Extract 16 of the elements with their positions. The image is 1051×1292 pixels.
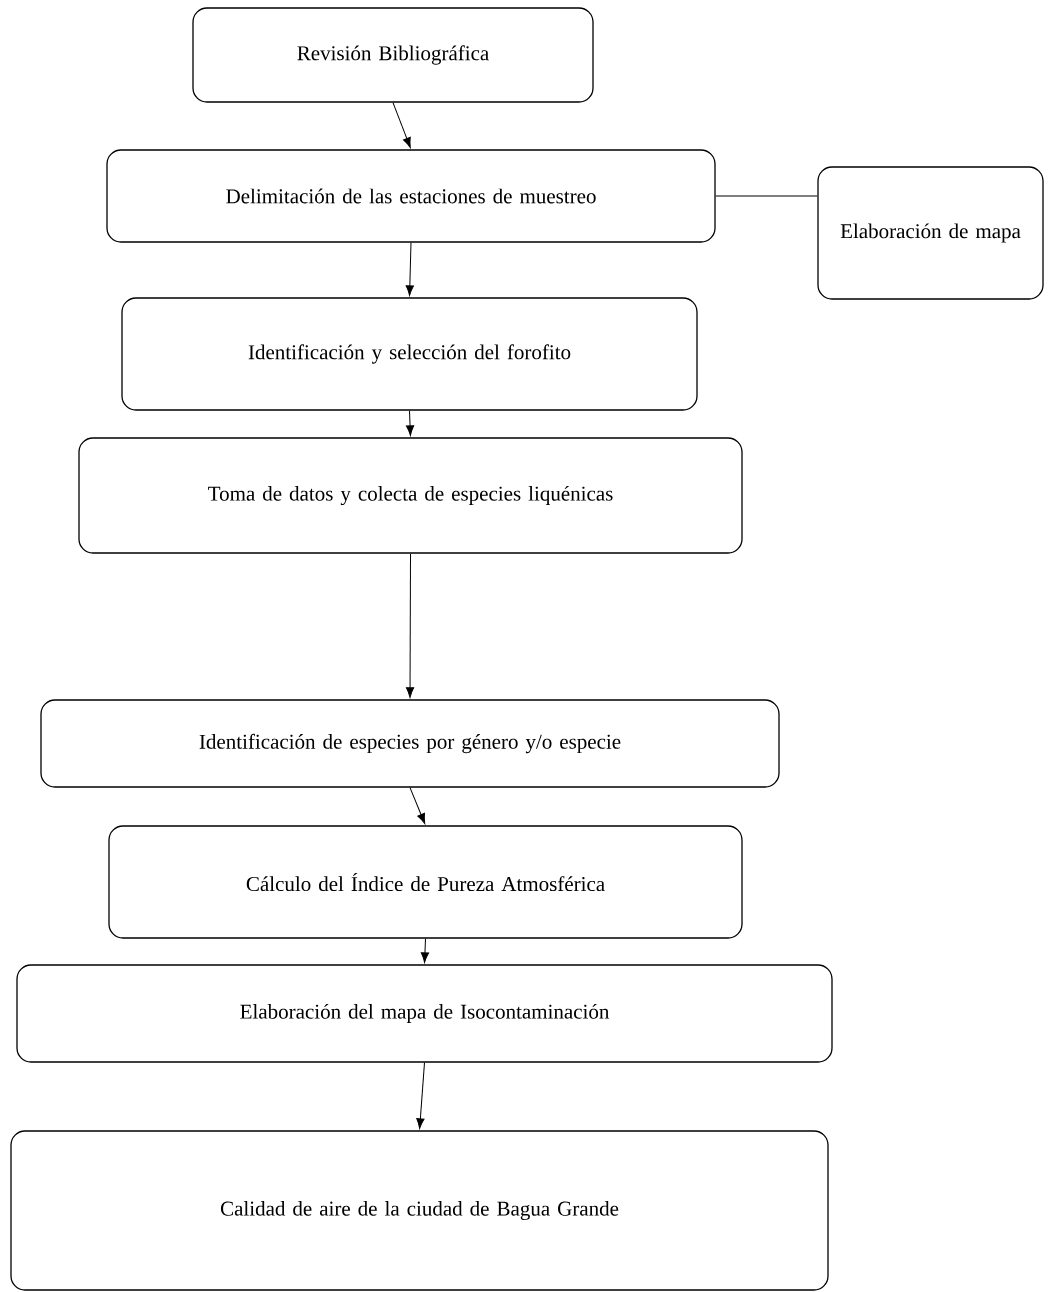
arrow: [416, 1062, 425, 1129]
arrow: [405, 553, 415, 698]
process-box: Identificación y selección del forofito: [121, 297, 698, 411]
process-box: Calidad de aire de la ciudad de Bagua Grande: [10, 1130, 829, 1291]
process-box: Cálculo del Índice de Pureza Atmosférica: [108, 825, 743, 939]
process-box: Elaboración del mapa de Isocontaminación: [16, 964, 833, 1063]
arrow: [420, 938, 430, 963]
arrow: [405, 410, 415, 436]
arrow: [409, 787, 426, 824]
process-box: Delimitación de las estaciones de muestreo: [106, 149, 716, 243]
process-box: Toma de datos y colecta de especies liquénicas: [78, 437, 743, 554]
arrow: [392, 102, 411, 148]
process-box: Revisión Bibliográfica: [192, 7, 594, 103]
process-box: Elaboración de mapa: [817, 166, 1044, 300]
arrow: [405, 242, 414, 296]
process-box: Identificación de especies por género y/o especie: [40, 699, 780, 788]
